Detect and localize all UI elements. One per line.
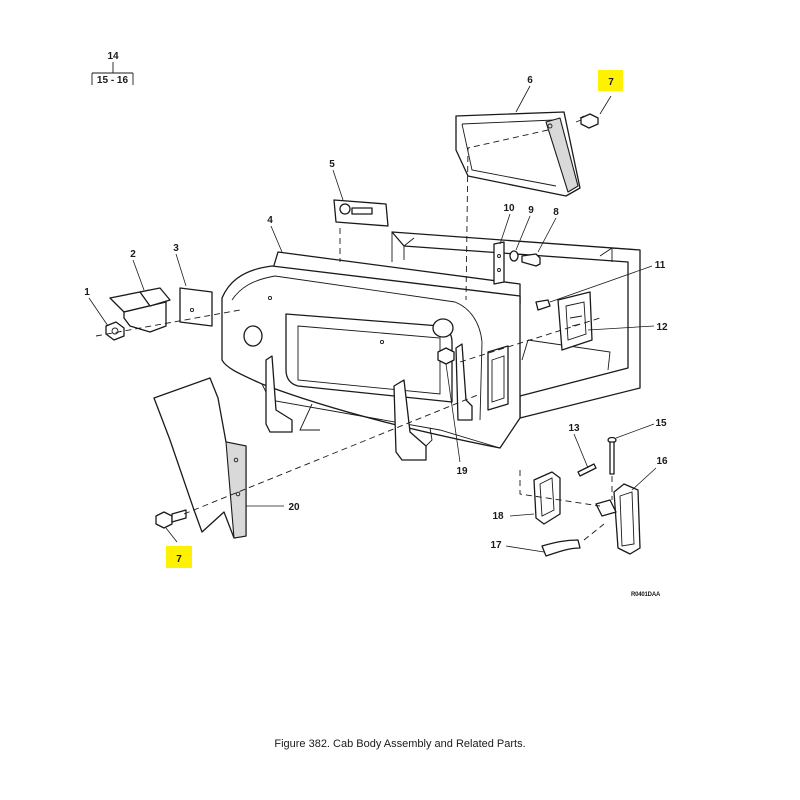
drawing-id: R0401DAA — [631, 592, 661, 598]
sheet-range: 15 - 16 — [97, 75, 129, 86]
spring-pin-part-13 — [577, 463, 597, 477]
latch-plate-part-12 — [557, 291, 593, 351]
pin-part-15 — [607, 436, 617, 475]
screw-part-11 — [535, 299, 551, 311]
callout-12: 12 — [656, 322, 668, 333]
bolt-part-7-bottom — [155, 509, 187, 529]
callout-4: 4 — [267, 215, 273, 226]
callout-labels: 1 2 3 4 5 6 7 8 9 10 11 12 13 15 16 17 1… — [84, 75, 668, 565]
handle-part-17 — [541, 539, 581, 557]
callout-7-bottom: 7 — [176, 554, 182, 565]
callout-13: 13 — [568, 423, 580, 434]
upper-cover-part-6 — [455, 111, 581, 197]
bracket-part-2 — [109, 287, 171, 333]
highlight-callout-7-bottom — [166, 546, 192, 568]
callout-15: 15 — [655, 418, 667, 429]
cab-body — [221, 231, 641, 461]
latch-part-16 — [595, 483, 641, 555]
callout-19: 19 — [456, 466, 468, 477]
callout-17: 17 — [490, 540, 502, 551]
sheet-number: 14 — [107, 51, 119, 62]
bolt-part-8 — [521, 253, 541, 267]
callout-10: 10 — [503, 203, 515, 214]
callout-8: 8 — [553, 207, 559, 218]
callout-1: 1 — [84, 287, 90, 298]
callout-16: 16 — [656, 456, 668, 467]
bolt-part-7-top — [575, 113, 599, 129]
plate-part-3 — [179, 287, 213, 327]
callout-3: 3 — [173, 243, 179, 254]
callout-11: 11 — [655, 260, 666, 271]
callout-5: 5 — [329, 159, 335, 170]
nut-part-19 — [437, 347, 455, 365]
callout-9: 9 — [528, 205, 534, 216]
callout-18: 18 — [492, 511, 504, 522]
assembly-lines — [95, 129, 613, 541]
callout-7-top: 7 — [608, 77, 614, 88]
callout-20: 20 — [288, 502, 300, 513]
washer-part-9 — [509, 250, 519, 262]
highlight-callout-7-top — [598, 70, 623, 91]
plate-part-5 — [333, 199, 389, 227]
leader-lines — [88, 85, 657, 553]
figure-caption: Figure 382. Cab Body Assembly and Relate… — [274, 738, 526, 750]
callout-2: 2 — [130, 249, 136, 260]
sheet-reference: 14 15 - 16 — [91, 51, 134, 86]
bracket-part-10 — [493, 241, 505, 285]
callout-6: 6 — [527, 75, 533, 86]
